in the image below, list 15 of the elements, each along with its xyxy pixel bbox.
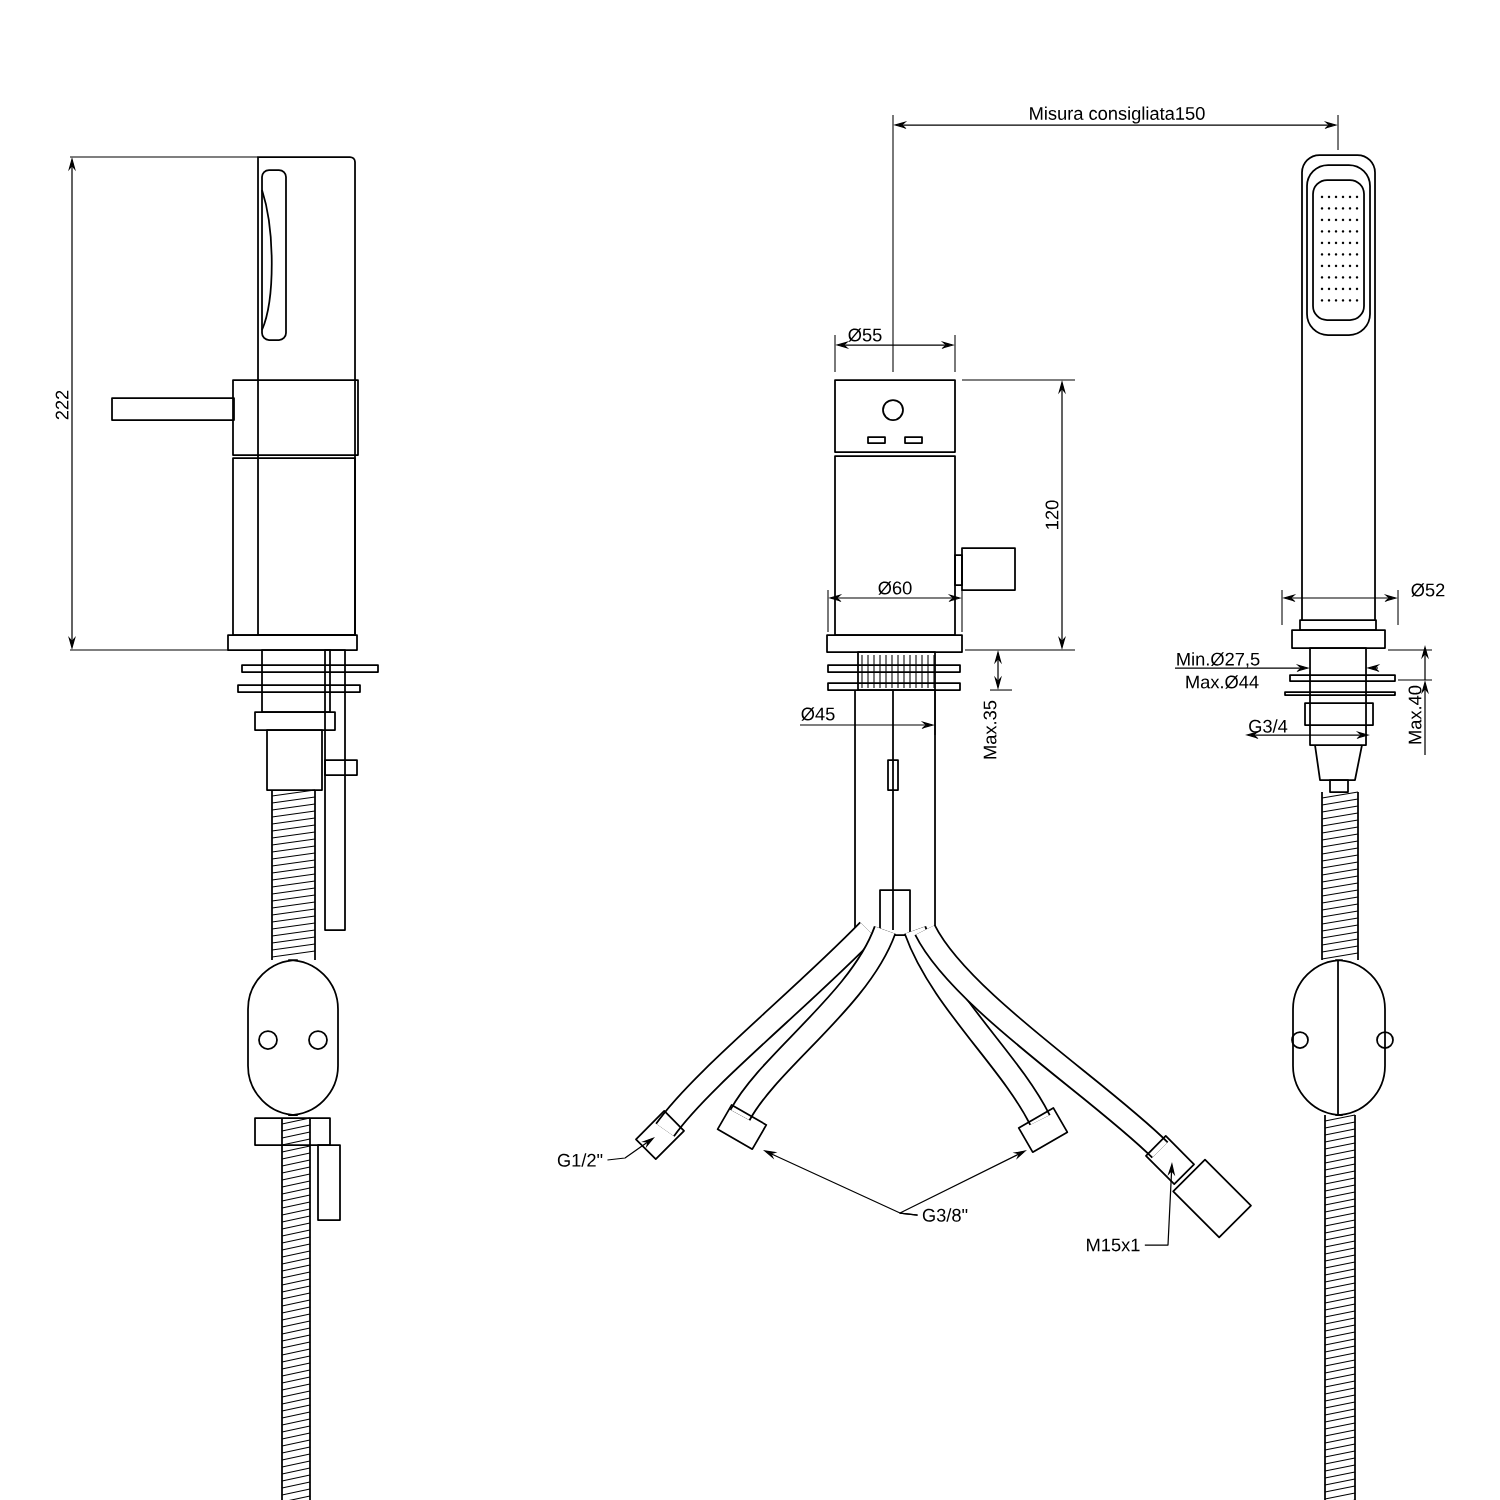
dimension-text: Max.40 — [1408, 685, 1422, 744]
thread-label: G3/8" — [922, 1208, 968, 1222]
dimension-text: 222 — [55, 390, 69, 420]
dimension-text: Max.35 — [983, 700, 997, 759]
thread-label: G1/2" — [557, 1153, 603, 1167]
dimension-text: Ø60 — [878, 581, 912, 595]
dimension-text: Ø45 — [801, 707, 835, 721]
dimension-text: Min.Ø27,5 — [1177, 652, 1260, 668]
dimension-text: Max.Ø44 — [1186, 675, 1259, 689]
dimension-text: Ø52 — [1411, 583, 1445, 597]
thread-label: M15x1 — [1087, 1238, 1140, 1252]
dimension-text: Misura consigliata150 — [1030, 106, 1205, 124]
dimension-text: 120 — [1045, 500, 1059, 529]
dimension-text: G3/4 — [1249, 719, 1288, 733]
dimension-text: Ø55 — [848, 328, 882, 342]
